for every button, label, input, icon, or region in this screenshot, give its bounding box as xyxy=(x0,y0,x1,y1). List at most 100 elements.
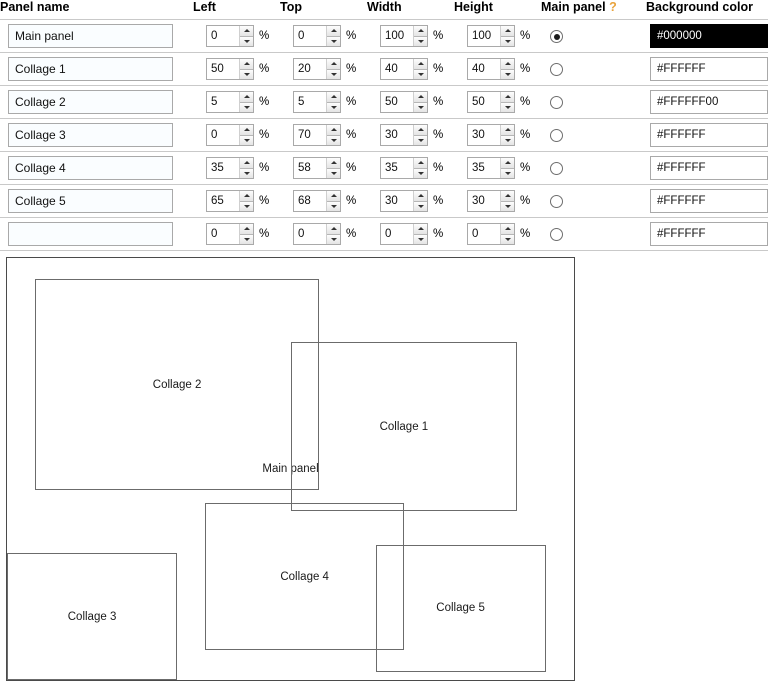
height-increment-icon[interactable] xyxy=(501,224,514,235)
left-decrement-icon[interactable] xyxy=(240,102,253,112)
height-value[interactable]: 30 xyxy=(468,125,500,145)
top-decrement-icon[interactable] xyxy=(327,234,340,244)
width-value[interactable]: 40 xyxy=(381,59,413,79)
background-color-input[interactable] xyxy=(650,222,768,246)
top-increment-icon[interactable] xyxy=(327,125,340,136)
height-value[interactable]: 100 xyxy=(468,26,500,46)
height-decrement-icon[interactable] xyxy=(501,102,514,112)
left-increment-icon[interactable] xyxy=(240,125,253,136)
left-value[interactable]: 35 xyxy=(207,158,239,178)
height-increment-icon[interactable] xyxy=(501,26,514,37)
left-spinner-buttons[interactable] xyxy=(239,59,253,79)
height-decrement-icon[interactable] xyxy=(501,168,514,178)
left-spinner-buttons[interactable] xyxy=(239,92,253,112)
top-increment-icon[interactable] xyxy=(327,158,340,169)
height-decrement-icon[interactable] xyxy=(501,201,514,211)
left-spinner-buttons[interactable] xyxy=(239,125,253,145)
width-spinner[interactable]: 50 xyxy=(380,91,428,113)
width-spinner[interactable]: 30 xyxy=(380,190,428,212)
left-increment-icon[interactable] xyxy=(240,191,253,202)
width-increment-icon[interactable] xyxy=(414,26,427,37)
preview-panel[interactable]: Collage 5 xyxy=(375,544,546,672)
left-spinner[interactable]: 50 xyxy=(206,58,254,80)
top-spinner[interactable]: 5 xyxy=(293,91,341,113)
height-value[interactable]: 30 xyxy=(468,191,500,211)
top-value[interactable]: 0 xyxy=(294,224,326,244)
width-spinner-buttons[interactable] xyxy=(413,59,427,79)
top-spinner-buttons[interactable] xyxy=(326,59,340,79)
top-value[interactable]: 68 xyxy=(294,191,326,211)
height-spinner-buttons[interactable] xyxy=(500,158,514,178)
top-value[interactable]: 58 xyxy=(294,158,326,178)
left-spinner[interactable]: 35 xyxy=(206,157,254,179)
preview-panel[interactable]: Collage 3 xyxy=(7,553,178,680)
width-increment-icon[interactable] xyxy=(414,158,427,169)
main-panel-radio[interactable] xyxy=(550,96,563,110)
left-value[interactable]: 0 xyxy=(207,224,239,244)
left-spinner-buttons[interactable] xyxy=(239,158,253,178)
width-spinner[interactable]: 100 xyxy=(380,25,428,47)
width-decrement-icon[interactable] xyxy=(414,201,427,211)
top-spinner[interactable]: 68 xyxy=(293,190,341,212)
width-value[interactable]: 50 xyxy=(381,92,413,112)
left-decrement-icon[interactable] xyxy=(240,201,253,211)
width-value[interactable]: 35 xyxy=(381,158,413,178)
height-spinner[interactable]: 50 xyxy=(467,91,515,113)
top-increment-icon[interactable] xyxy=(327,224,340,235)
left-spinner[interactable]: 5 xyxy=(206,91,254,113)
height-decrement-icon[interactable] xyxy=(501,234,514,244)
width-spinner-buttons[interactable] xyxy=(413,158,427,178)
background-color-input[interactable] xyxy=(650,156,768,180)
left-spinner[interactable]: 0 xyxy=(206,124,254,146)
top-value[interactable]: 20 xyxy=(294,59,326,79)
preview-panel[interactable]: Collage 4 xyxy=(205,502,404,651)
width-spinner-buttons[interactable] xyxy=(413,224,427,244)
width-value[interactable]: 30 xyxy=(381,125,413,145)
top-decrement-icon[interactable] xyxy=(327,36,340,46)
top-decrement-icon[interactable] xyxy=(327,168,340,178)
top-value[interactable]: 0 xyxy=(294,26,326,46)
width-spinner-buttons[interactable] xyxy=(413,125,427,145)
height-increment-icon[interactable] xyxy=(501,92,514,103)
width-decrement-icon[interactable] xyxy=(414,69,427,79)
width-spinner[interactable]: 35 xyxy=(380,157,428,179)
width-decrement-icon[interactable] xyxy=(414,234,427,244)
panel-name-input[interactable] xyxy=(8,123,173,147)
width-increment-icon[interactable] xyxy=(414,191,427,202)
height-spinner[interactable]: 100 xyxy=(467,25,515,47)
left-increment-icon[interactable] xyxy=(240,26,253,37)
height-spinner-buttons[interactable] xyxy=(500,92,514,112)
height-spinner[interactable]: 35 xyxy=(467,157,515,179)
top-decrement-icon[interactable] xyxy=(327,102,340,112)
top-spinner[interactable]: 20 xyxy=(293,58,341,80)
main-panel-radio[interactable] xyxy=(550,228,563,242)
width-spinner[interactable]: 0 xyxy=(380,223,428,245)
width-value[interactable]: 0 xyxy=(381,224,413,244)
left-decrement-icon[interactable] xyxy=(240,69,253,79)
height-spinner[interactable]: 30 xyxy=(467,124,515,146)
height-spinner-buttons[interactable] xyxy=(500,59,514,79)
top-spinner[interactable]: 70 xyxy=(293,124,341,146)
main-panel-radio[interactable] xyxy=(550,63,563,77)
left-value[interactable]: 0 xyxy=(207,125,239,145)
left-spinner[interactable]: 0 xyxy=(206,223,254,245)
height-decrement-icon[interactable] xyxy=(501,36,514,46)
left-spinner-buttons[interactable] xyxy=(239,26,253,46)
panel-name-input[interactable] xyxy=(8,222,173,246)
height-decrement-icon[interactable] xyxy=(501,135,514,145)
background-color-input[interactable] xyxy=(650,57,768,81)
help-icon[interactable]: ? xyxy=(609,0,617,14)
left-spinner-buttons[interactable] xyxy=(239,191,253,211)
width-decrement-icon[interactable] xyxy=(414,168,427,178)
top-spinner-buttons[interactable] xyxy=(326,158,340,178)
left-decrement-icon[interactable] xyxy=(240,234,253,244)
height-increment-icon[interactable] xyxy=(501,191,514,202)
panel-name-input[interactable] xyxy=(8,189,173,213)
width-spinner-buttons[interactable] xyxy=(413,191,427,211)
width-spinner[interactable]: 40 xyxy=(380,58,428,80)
left-spinner[interactable]: 0 xyxy=(206,25,254,47)
width-decrement-icon[interactable] xyxy=(414,135,427,145)
height-increment-icon[interactable] xyxy=(501,158,514,169)
background-color-input[interactable] xyxy=(650,189,768,213)
